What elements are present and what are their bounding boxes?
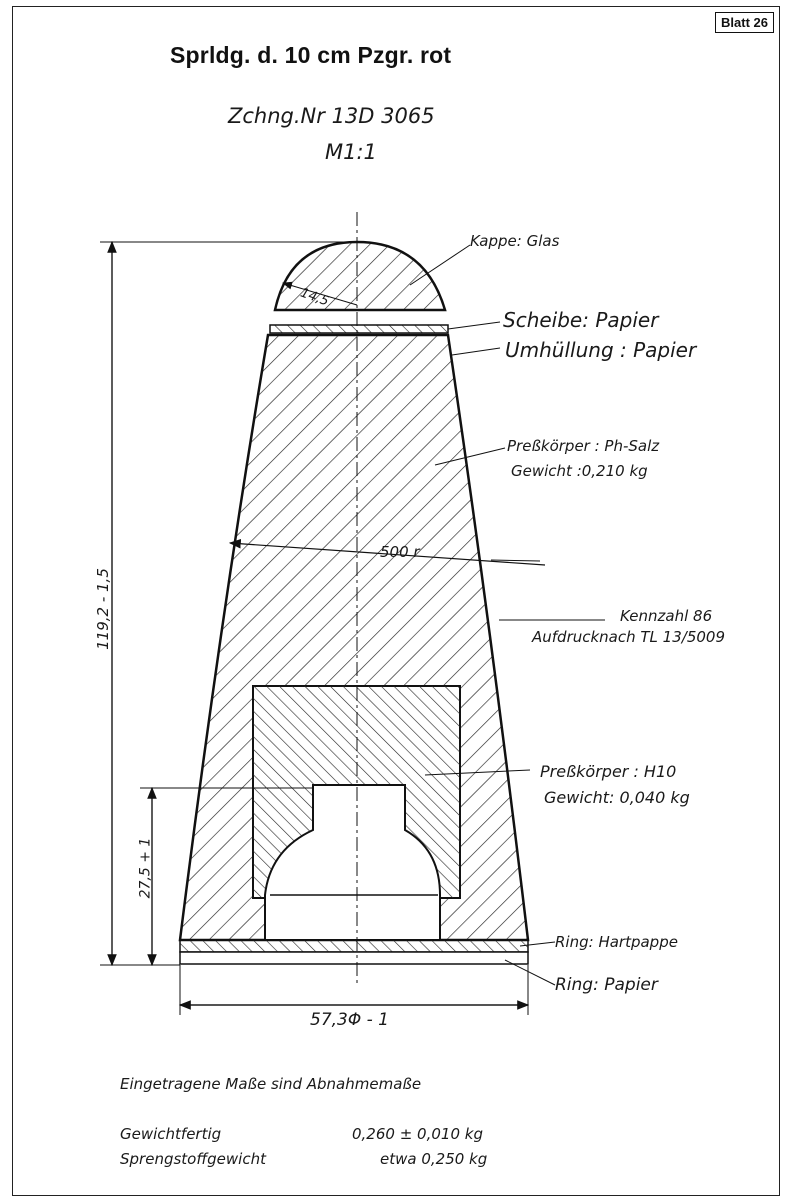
dim-radius-body: 500 r [380,543,420,561]
disc-paper [269,324,449,334]
ring-papier [179,951,529,965]
label-umhuellung: Umhüllung : Papier [505,338,697,362]
dim-diameter: 57,3Φ - 1 [310,1010,389,1030]
label-presskoerper-ph: Preßkörper : Ph-Salz [507,437,660,455]
label-ring-hartpappe: Ring: Hartpappe [555,933,678,951]
dim-height-total: 119,2 - 1,5 [93,568,112,650]
dim-height-cavity: 27,5 + 1 [137,837,154,899]
drawing-number: Zchng.Nr 13D 3065 [228,104,435,128]
note-measures: Eingetragene Maße sind Abnahmemaße [120,1075,422,1093]
label-aufdruck: Aufdrucknach TL 13/5009 [532,628,726,646]
label-gewicht-h10: Gewicht: 0,040 kg [544,788,690,807]
page-border [12,6,780,1196]
explosive-label: Sprengstoffgewicht [120,1150,266,1168]
label-presskoerper-h10: Preßkörper : H10 [540,762,677,781]
ring-hartpappe [179,939,529,953]
page-title: Sprldg. d. 10 cm Pzgr. rot [170,42,452,68]
weight-value: 0,260 ± 0,010 kg [352,1125,483,1143]
explosive-value: etwa 0,250 kg [380,1150,488,1168]
label-kappe: Kappe: Glas [470,232,560,250]
weight-label: Gewichtfertig [120,1125,222,1143]
scale: M1:1 [325,140,377,164]
label-gewicht-ph: Gewicht :0,210 kg [511,462,648,480]
label-scheibe: Scheibe: Papier [503,308,659,332]
label-ring-papier: Ring: Papier [555,975,658,995]
label-kennzahl: Kennzahl 86 [620,607,713,625]
sheet-label: Blatt 26 [715,12,774,33]
